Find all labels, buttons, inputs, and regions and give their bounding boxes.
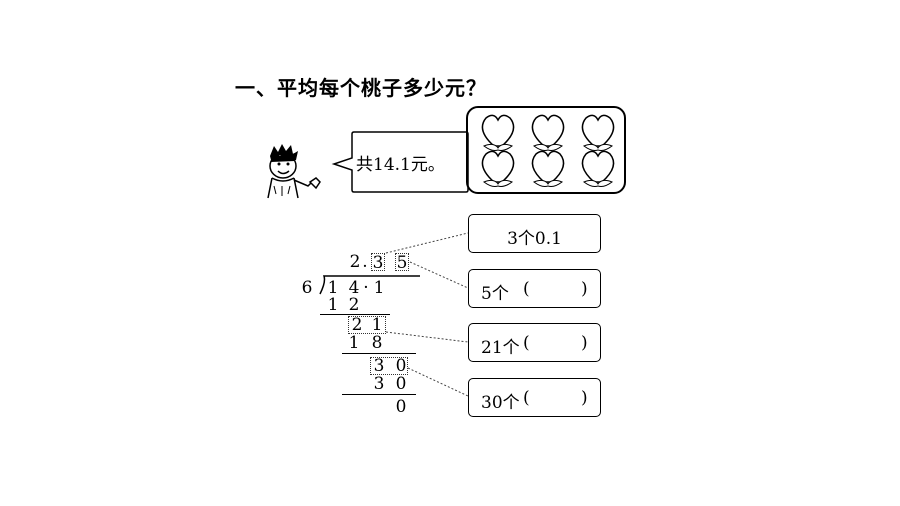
answer-label: 5个 xyxy=(481,284,509,304)
remainder-highlight xyxy=(370,357,408,375)
answer-box[interactable]: 21个 ( ) xyxy=(468,323,601,362)
remainder-digit: 3 xyxy=(373,356,385,376)
remainder-digit: 1 xyxy=(371,315,383,335)
quotient-digit-highlight: 3 xyxy=(371,253,385,273)
final-remainder: 0 xyxy=(395,397,407,417)
remainder-highlight xyxy=(348,316,386,334)
peach-icon xyxy=(581,150,615,187)
close-paren: ) xyxy=(581,279,588,299)
open-paren: ( xyxy=(523,279,530,299)
step-digit: 0 xyxy=(395,374,407,394)
subtraction-line xyxy=(342,353,416,354)
answer-label: 21个 xyxy=(481,338,520,358)
answer-box[interactable]: 30个 ( ) xyxy=(468,378,601,417)
close-paren: ) xyxy=(581,388,588,408)
subtraction-line xyxy=(320,314,390,315)
speech-text: 共14.1元。 xyxy=(356,155,445,175)
quotient-digit: 2 xyxy=(349,252,361,272)
step-digit: 1 xyxy=(327,295,339,315)
peach-icon xyxy=(581,114,615,151)
step-digit: 3 xyxy=(373,374,385,394)
step-digit: 2 xyxy=(348,295,360,315)
dividend-digit: 4 xyxy=(348,278,360,298)
open-paren: ( xyxy=(523,333,530,353)
connector-line xyxy=(385,331,469,343)
step-digit: 1 xyxy=(348,333,360,353)
quotient-digit-highlight: 5 xyxy=(395,253,409,273)
division-bracket xyxy=(319,275,420,295)
dividend-decimal-point: · xyxy=(363,278,369,298)
quotient-decimal-point: . xyxy=(362,252,368,272)
dividend-digit: 1 xyxy=(327,278,339,298)
dividend-digit: 1 xyxy=(373,278,385,298)
answer-box-first: 3个0.1 xyxy=(468,214,601,253)
answer-label: 30个 xyxy=(481,393,520,413)
connector-line xyxy=(385,232,469,254)
peach-icon xyxy=(531,114,565,151)
peach-icon xyxy=(481,150,515,187)
connector-line xyxy=(407,367,469,397)
step-digit: 8 xyxy=(371,333,383,353)
remainder-digit: 0 xyxy=(395,356,407,376)
connector-line xyxy=(409,261,469,289)
peach-icon xyxy=(531,150,565,187)
open-paren: ( xyxy=(523,388,530,408)
answer-box[interactable]: 5个 ( ) xyxy=(468,269,601,308)
peach-icon xyxy=(481,114,515,151)
close-paren: ) xyxy=(581,333,588,353)
boy-illustration xyxy=(267,144,321,199)
question-title: 一、平均每个桃子多少元？ xyxy=(235,76,487,100)
remainder-digit: 2 xyxy=(351,315,363,335)
peach-box xyxy=(466,106,626,194)
peaches-group xyxy=(481,114,615,187)
answer-label: 3个0.1 xyxy=(507,229,562,249)
divisor: 6 xyxy=(301,278,313,298)
subtraction-line xyxy=(342,394,416,395)
